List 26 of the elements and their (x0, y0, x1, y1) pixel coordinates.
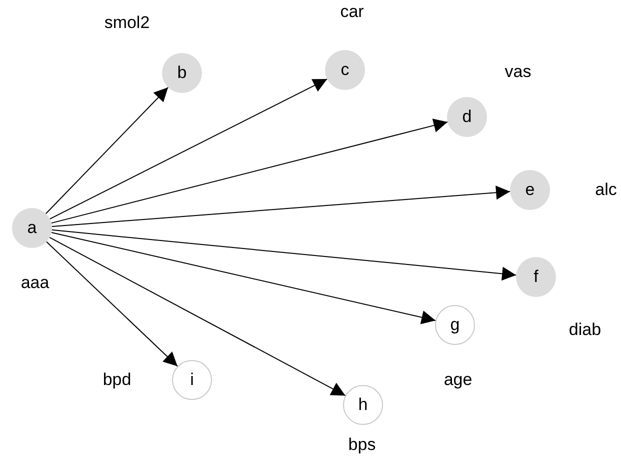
node-caption: aaa (20, 273, 50, 293)
node-circle: e (510, 170, 550, 210)
node-circle: a (12, 208, 52, 248)
node-caption: vas (504, 62, 532, 82)
node-caption: smol2 (104, 13, 150, 33)
arrow (51, 186, 511, 227)
node-circle: f (516, 257, 556, 297)
arrow (51, 229, 517, 281)
arrow (51, 232, 436, 324)
node-caption: bps (348, 435, 376, 455)
arrow (49, 78, 328, 220)
arrow (50, 118, 448, 224)
node-caption: bpd (102, 370, 132, 390)
node-caption: diab (568, 320, 602, 340)
arrow (46, 241, 178, 367)
node-circle: c (325, 50, 365, 90)
arrow (45, 86, 169, 214)
node-circle: b (162, 53, 202, 93)
node-circle: g (435, 305, 475, 345)
node-circle: h (343, 385, 383, 425)
node-circle: d (447, 97, 487, 137)
arrow (49, 236, 346, 396)
node-caption: age (444, 370, 472, 390)
node-circle: i (172, 360, 212, 400)
node-caption: alc (595, 180, 617, 200)
node-caption: car (340, 2, 364, 22)
